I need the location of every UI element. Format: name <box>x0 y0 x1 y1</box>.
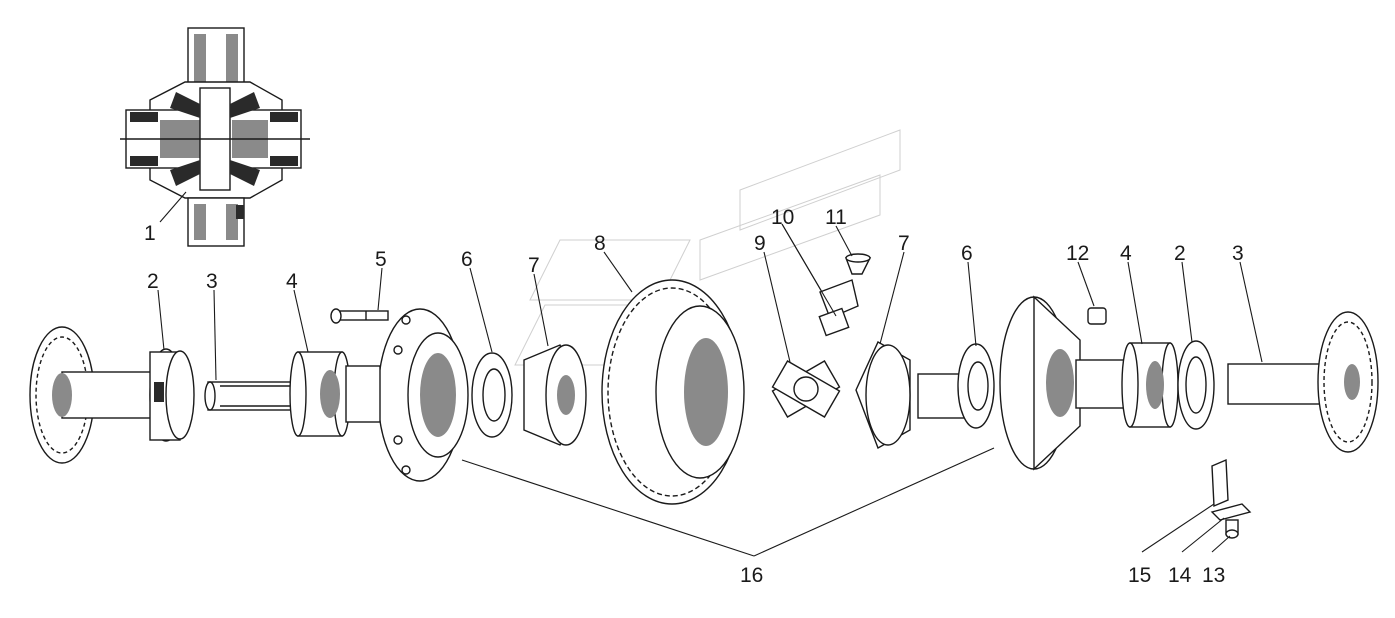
callout-11: 11 <box>825 206 847 229</box>
callout-16: 16 <box>740 564 763 587</box>
part-5-bolt <box>330 308 389 324</box>
callout-labels: 1 2 3 4 5 6 7 8 9 10 11 7 6 12 4 2 3 16 … <box>144 206 1244 587</box>
callout-1: 1 <box>144 222 156 245</box>
part-16-right-case-half <box>999 295 1129 471</box>
callout-7-left: 7 <box>528 254 540 277</box>
callout-2-right: 2 <box>1174 242 1186 265</box>
callout-6-right: 6 <box>961 242 973 265</box>
callout-2-left: 2 <box>147 270 159 293</box>
part-3-right-shaft-gear <box>1227 311 1379 453</box>
part-7-left-side-gear <box>523 344 587 446</box>
callout-4-right: 4 <box>1120 242 1132 265</box>
callout-6-left: 6 <box>461 248 473 271</box>
part-2-left-output-gear <box>29 326 195 464</box>
part-3-left-shaft <box>204 381 301 411</box>
callout-4-left: 4 <box>286 270 298 293</box>
callout-12: 12 <box>1066 242 1089 265</box>
part-7-right-side-gear <box>855 341 967 450</box>
callout-8: 8 <box>594 232 606 255</box>
callout-5: 5 <box>375 248 387 271</box>
part-6-right-washer <box>957 343 995 429</box>
part-10-pinion-gears <box>818 279 859 337</box>
callout-13: 13 <box>1202 564 1225 587</box>
part-6-left-washer <box>471 352 513 438</box>
part-8-ring-gear <box>601 279 745 505</box>
part-11-thrust-cone <box>844 253 872 275</box>
callout-3-left: 3 <box>206 270 218 293</box>
callout-3-right: 3 <box>1232 242 1244 265</box>
part-9-spider <box>771 360 841 418</box>
part-16-left-case-half <box>345 308 469 482</box>
part-2-right-nut <box>1177 340 1215 430</box>
callout-14: 14 <box>1168 564 1192 587</box>
leader-lines <box>157 223 1263 557</box>
part-1-assembled-section <box>120 27 310 247</box>
callout-10: 10 <box>771 206 794 229</box>
part-12-plug <box>1087 307 1107 325</box>
part-4-right-bearing <box>1121 342 1179 428</box>
callout-9: 9 <box>754 232 766 255</box>
callout-7-right: 7 <box>898 232 910 255</box>
part-4-left-bearing <box>289 351 351 437</box>
callout-15: 15 <box>1128 564 1151 587</box>
parts-13-15-locking-hardware <box>1210 458 1252 539</box>
